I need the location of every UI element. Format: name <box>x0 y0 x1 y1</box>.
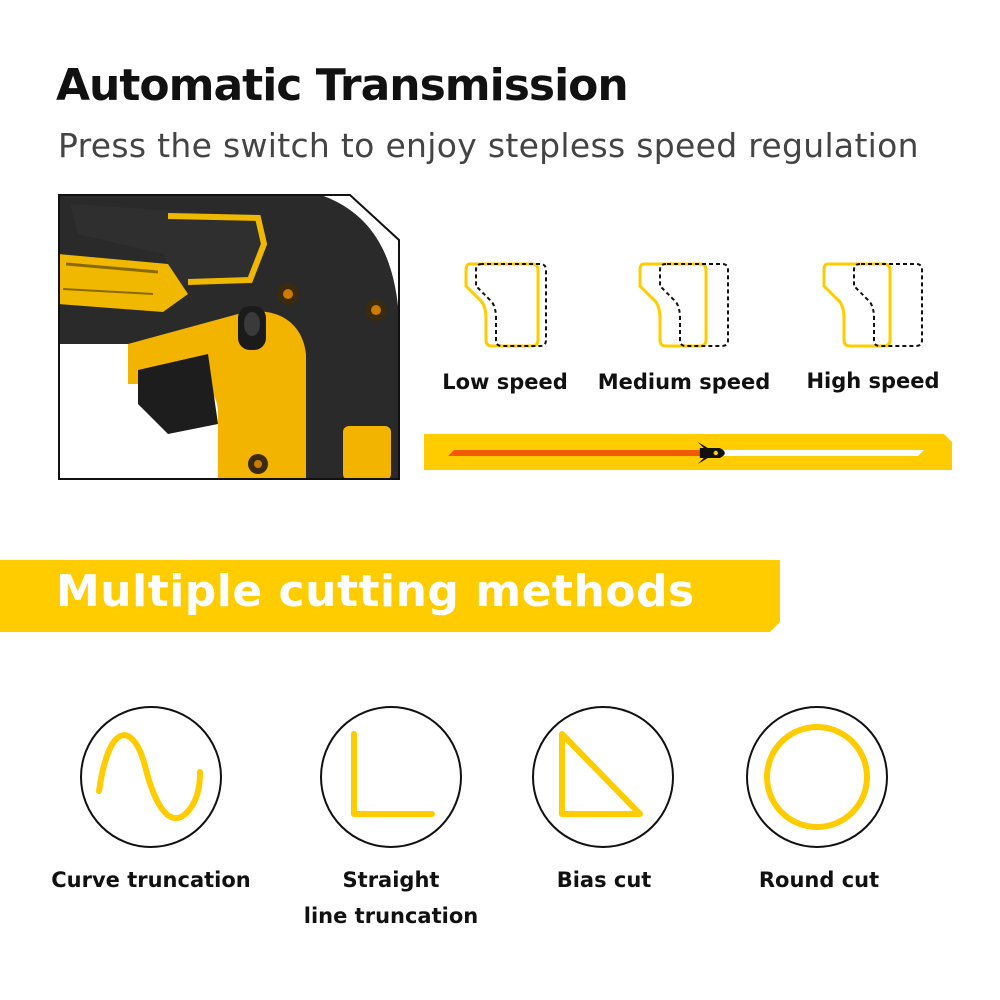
trigger-low-speed-icon <box>464 262 547 348</box>
method-label-line: Round cut <box>758 868 880 892</box>
straight-cut-icon <box>320 706 462 848</box>
speed-slider-fill <box>448 450 710 456</box>
bias-cut-icon <box>532 706 674 848</box>
round-cut-icon <box>746 706 888 848</box>
method-label-straight: Straight line truncation <box>290 862 492 934</box>
section-title: Multiple cutting methods <box>56 566 695 617</box>
method-label-line: Curve truncation <box>51 868 251 892</box>
curve-cut-icon <box>80 706 222 848</box>
method-label-curve: Curve truncation <box>40 862 262 898</box>
speed-label-high: High speed <box>806 369 940 393</box>
method-label-line: Bias cut <box>556 868 652 892</box>
page-subtitle: Press the switch to enjoy stepless speed… <box>58 126 919 165</box>
page-title: Automatic Transmission <box>56 60 629 111</box>
method-label-line: Straight <box>342 868 440 892</box>
speed-slider <box>424 434 952 470</box>
trigger-high-speed-icon <box>822 262 923 348</box>
method-label-round: Round cut <box>736 862 902 898</box>
method-label-line: line truncation <box>303 904 479 928</box>
speed-label-low: Low speed <box>442 370 568 394</box>
rocket-icon <box>697 442 725 464</box>
section-banner <box>0 560 780 632</box>
jigsaw-product-image <box>58 194 400 480</box>
trigger-medium-speed-icon <box>638 262 729 348</box>
method-label-bias: Bias cut <box>522 862 686 898</box>
speed-label-medium: Medium speed <box>597 370 771 394</box>
